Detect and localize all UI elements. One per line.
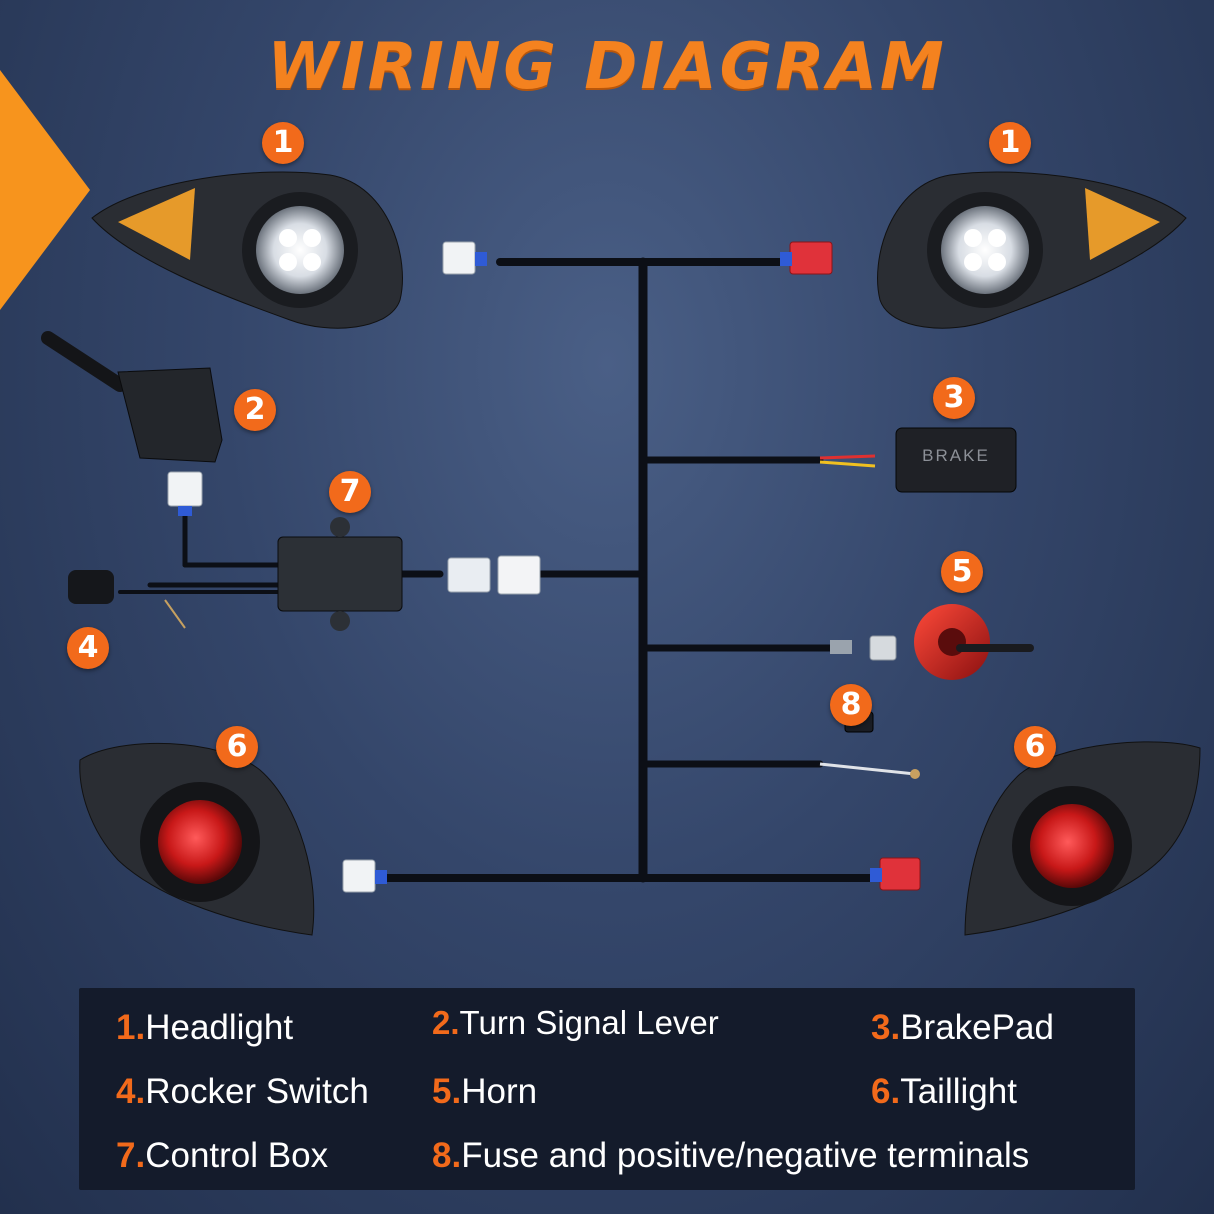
legend-item-taillight: 6.Taillight: [871, 1072, 1017, 1111]
legend-item-brake-pad: 3.BrakePad: [871, 1008, 1054, 1047]
turn-signal-lever: [41, 331, 223, 463]
corner-accent: [0, 70, 90, 310]
legend-item-control-box: 7.Control Box: [116, 1136, 329, 1175]
connector-white-bottom-left: [342, 859, 376, 893]
connectors: [167, 241, 921, 893]
connector-white-top-left: [442, 241, 476, 275]
badge-taillight-right: 6: [1014, 726, 1056, 768]
connector-control-box-male: [447, 557, 491, 593]
badge-fuse: 8: [830, 684, 872, 726]
badge-control-box: 7: [329, 471, 371, 513]
page-title: WIRING DIAGRAM: [267, 30, 947, 104]
legend-item-turn-signal-lever: 2.Turn Signal Lever: [432, 1004, 719, 1041]
badge-brake-pad: 3: [933, 377, 975, 419]
badge-taillight-left: 6: [216, 726, 258, 768]
connector-turn-signal: [167, 471, 203, 507]
rocker-switch: [68, 570, 186, 629]
horn: [914, 604, 1034, 680]
badge-turn-signal-lever: 2: [234, 389, 276, 431]
legend-panel: 1.Headlight 2.Turn Signal Lever 3.BrakeP…: [79, 988, 1135, 1190]
legend-item-horn: 5.Horn: [432, 1072, 538, 1111]
badge-horn: 5: [941, 551, 983, 593]
headlight-left: [91, 171, 403, 329]
brake-pad-label: BRAKE: [922, 446, 990, 465]
taillight-right: [964, 741, 1201, 936]
badge-headlight-right: 1: [989, 122, 1031, 164]
harness-trunk: [118, 257, 894, 883]
brake-pad: BRAKE: [895, 427, 1017, 493]
control-box: [277, 517, 403, 631]
badge-rocker-switch: 4: [67, 627, 109, 669]
taillight-left: [79, 742, 315, 936]
headlight-right: [877, 171, 1187, 329]
connector-red-bottom-right: [879, 857, 921, 891]
legend-item-headlight: 1.Headlight: [116, 1008, 294, 1047]
badge-headlight-left: 1: [262, 122, 304, 164]
connector-control-box-female: [497, 555, 541, 595]
legend-item-fuse-terminals: 8.Fuse and positive/negative terminals: [432, 1136, 1030, 1175]
legend-item-rocker-switch: 4.Rocker Switch: [116, 1072, 369, 1111]
connector-red-top-right: [789, 241, 833, 275]
